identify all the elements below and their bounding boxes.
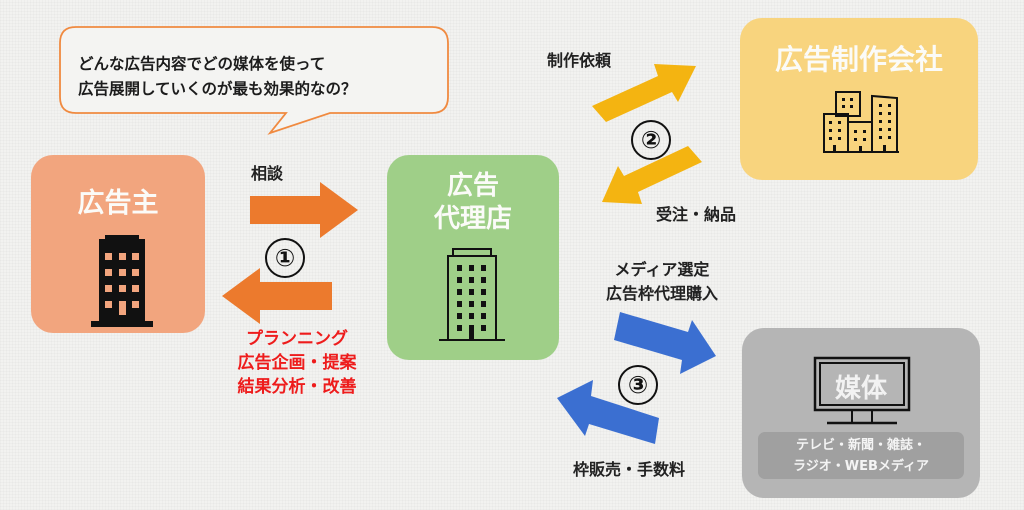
agency-title-line-1: 広告 [446, 171, 499, 201]
agency-services-list: プランニング 広告企画・提案 結果分析・改善 [222, 327, 372, 399]
office-building-icon [439, 248, 505, 341]
speech-bubble-shape [59, 26, 449, 135]
production-company-title: 広告制作会社 [774, 43, 943, 76]
arrow-left-orange-icon [222, 268, 332, 324]
speech-bubble: どんな広告内容でどの媒体を使って 広告展開していくのが最も効果的なの？ [58, 25, 450, 135]
media-selection-line-1: メディア選定 [614, 260, 710, 279]
step-3-badge: ③ [618, 365, 658, 405]
service-analysis: 結果分析・改善 [237, 377, 357, 397]
consultation-label: 相談 [251, 164, 284, 183]
speech-line-2: 広告展開していくのが最も効果的なの？ [78, 80, 357, 98]
arrow-up-right-yellow-icon [592, 64, 696, 122]
agency-box: 広告 代理店 [387, 155, 559, 360]
building-icon [91, 235, 153, 327]
media-selection-line-2: 広告枠代理購入 [605, 284, 718, 303]
media-selection-label: メディア選定 広告枠代理購入 [577, 258, 747, 306]
step-1-badge: ① [265, 238, 305, 278]
speech-line-1: どんな広告内容でどの媒体を使って [78, 55, 326, 73]
media-examples-line-1: テレビ・新聞・雑誌・ [795, 438, 926, 453]
service-planning: プランニング [246, 329, 348, 349]
slot-sales-fee-label: 枠販売・手数料 [573, 460, 686, 479]
order-delivery-label: 受注・納品 [656, 205, 737, 224]
tv-monitor-icon [813, 356, 911, 425]
media-title: 媒体 [834, 374, 887, 404]
media-examples-line-2: ラジオ・WEBメディア [793, 459, 929, 474]
service-proposal: 広告企画・提案 [237, 353, 357, 373]
city-buildings-icon [823, 91, 899, 153]
advertiser-box: 広告主 [31, 155, 205, 333]
arrow-up-left-blue-icon [557, 380, 659, 444]
media-examples-panel: テレビ・新聞・雑誌・ ラジオ・WEBメディア [758, 432, 964, 479]
agency-title-line-2: 代理店 [433, 204, 512, 234]
production-company-box: 広告制作会社 [740, 18, 978, 180]
arrow-right-orange-icon [250, 182, 358, 238]
arrow-down-right-blue-icon [614, 312, 716, 374]
step-2-badge: ② [631, 120, 671, 160]
production-request-label: 制作依頼 [547, 51, 612, 70]
advertiser-title: 広告主 [77, 188, 159, 219]
media-box: 媒体 テレビ・新聞・雑誌・ ラジオ・WEBメディア [742, 328, 980, 498]
arrow-down-left-yellow-icon [602, 146, 702, 204]
